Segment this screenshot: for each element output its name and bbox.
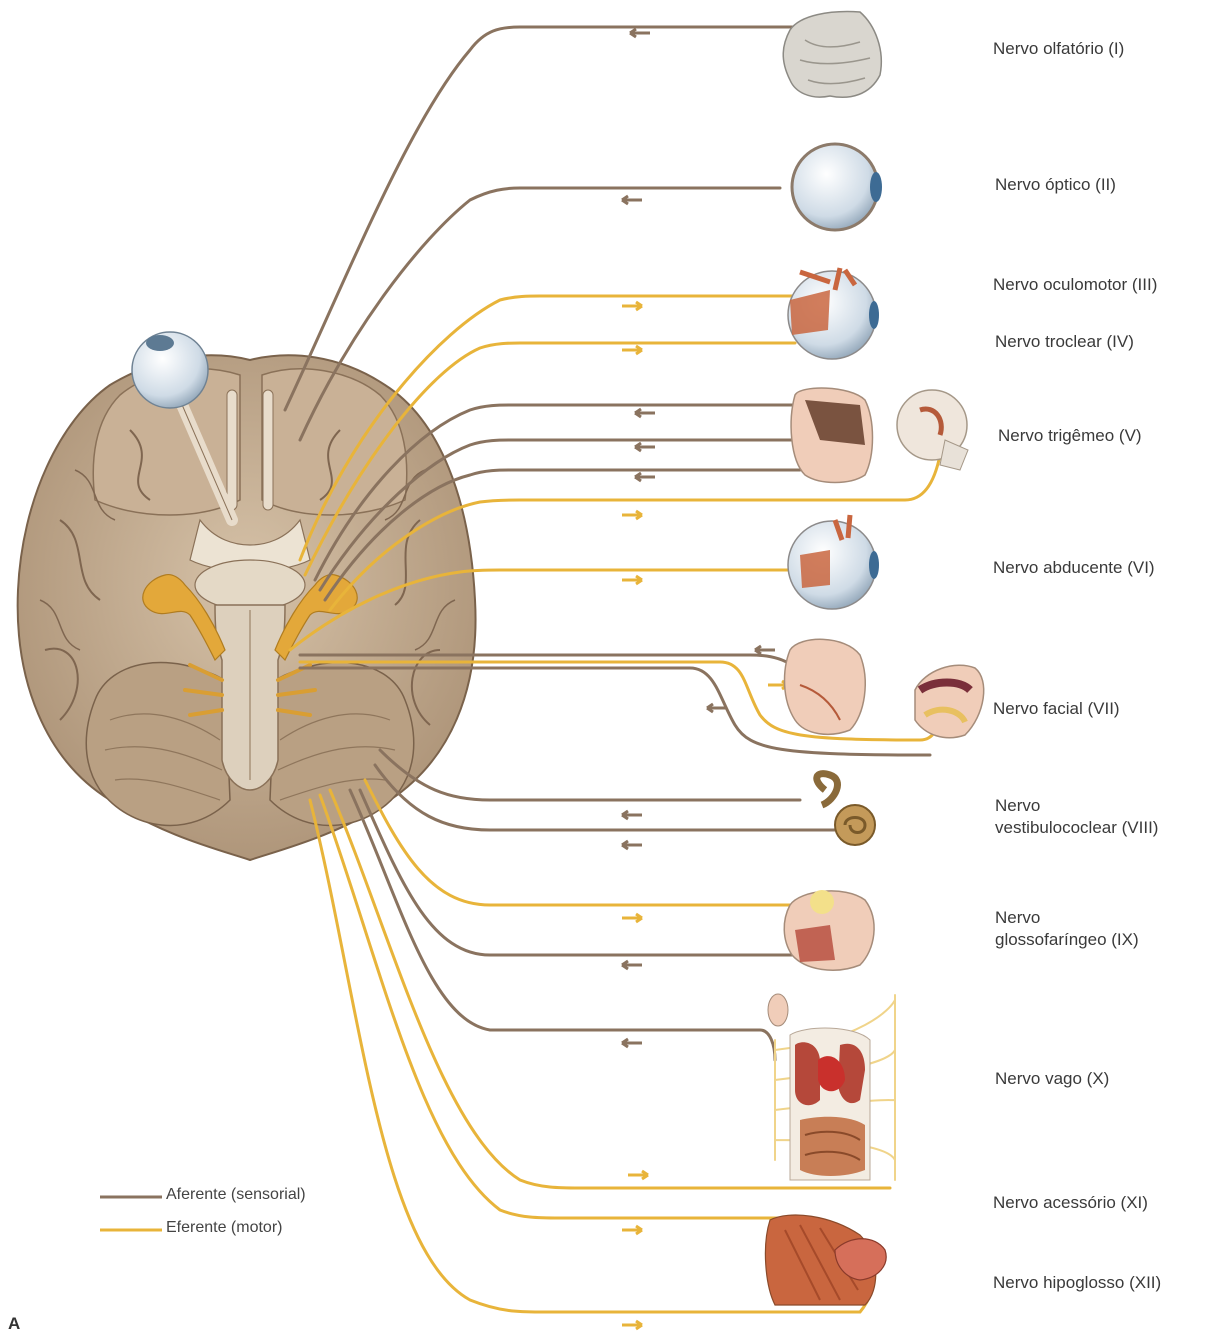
- direction-arrow: [635, 409, 655, 417]
- direction-arrow: [622, 841, 642, 849]
- label-nerve-II: Nervo óptico (II): [995, 174, 1116, 196]
- label-nerve-VII: Nervo facial (VII): [993, 698, 1120, 720]
- panel-letter: A: [8, 1314, 20, 1334]
- direction-arrow: [622, 811, 642, 819]
- label-nerve-IX: Nervo glossofaríngeo (IX): [995, 907, 1139, 951]
- direction-arrow: [622, 196, 642, 204]
- label-nerve-VIII: Nervo vestibulococlear (VIII): [995, 795, 1158, 839]
- eyeball-icon: [792, 144, 882, 230]
- direction-arrow: [622, 511, 642, 519]
- direction-arrow: [635, 473, 655, 481]
- direction-arrow: [622, 1321, 642, 1329]
- direction-arrow: [622, 914, 642, 922]
- direction-arrow: [622, 961, 642, 969]
- label-nerve-IV: Nervo troclear (IV): [995, 331, 1134, 353]
- nerve-path-VIII-a: [380, 750, 800, 800]
- direction-arrows: [622, 29, 788, 1329]
- direction-arrow: [635, 443, 655, 451]
- eye-muscles-icon: [788, 268, 879, 359]
- label-nerve-VI: Nervo abducente (VI): [993, 557, 1155, 579]
- direction-arrow: [755, 646, 775, 654]
- label-nerve-X: Nervo vago (X): [995, 1068, 1109, 1090]
- legend: [100, 1197, 162, 1230]
- label-nerve-IX-line2: glossofaríngeo (IX): [995, 929, 1139, 951]
- label-nerve-V: Nervo trigêmeo (V): [998, 425, 1142, 447]
- label-nerve-VIII-line2: vestibulococlear (VIII): [995, 817, 1158, 839]
- direction-arrow: [630, 29, 650, 37]
- throat-icon: [784, 890, 874, 970]
- direction-arrow: [622, 576, 642, 584]
- eye-muscles-icon: [788, 515, 879, 609]
- label-nerve-III: Nervo oculomotor (III): [993, 274, 1157, 296]
- direction-arrow: [622, 302, 642, 310]
- nose-icon: [783, 12, 881, 98]
- label-nerve-VIII-line1: Nervo: [995, 795, 1158, 817]
- inner-ear-icon: [817, 774, 875, 845]
- face-jaw-icon: [791, 388, 968, 482]
- direction-arrow: [622, 346, 642, 354]
- legend-afferent-label: Aferente (sensorial): [166, 1186, 306, 1204]
- viscera-icon: [768, 994, 870, 1180]
- label-nerve-XII: Nervo hipoglosso (XII): [993, 1272, 1161, 1294]
- label-nerve-I: Nervo olfatório (I): [993, 38, 1124, 60]
- direction-arrow: [622, 1039, 642, 1047]
- nerve-path-I: [285, 27, 840, 410]
- label-nerve-XI: Nervo acessório (XI): [993, 1192, 1148, 1214]
- face-mouth-icon: [785, 639, 984, 737]
- nerve-path-VIII-b: [375, 765, 840, 830]
- direction-arrow: [628, 1171, 648, 1179]
- direction-arrow: [622, 1226, 642, 1234]
- label-nerve-IX-line1: Nervo: [995, 907, 1139, 929]
- legend-efferent-label: Eferente (motor): [166, 1219, 282, 1237]
